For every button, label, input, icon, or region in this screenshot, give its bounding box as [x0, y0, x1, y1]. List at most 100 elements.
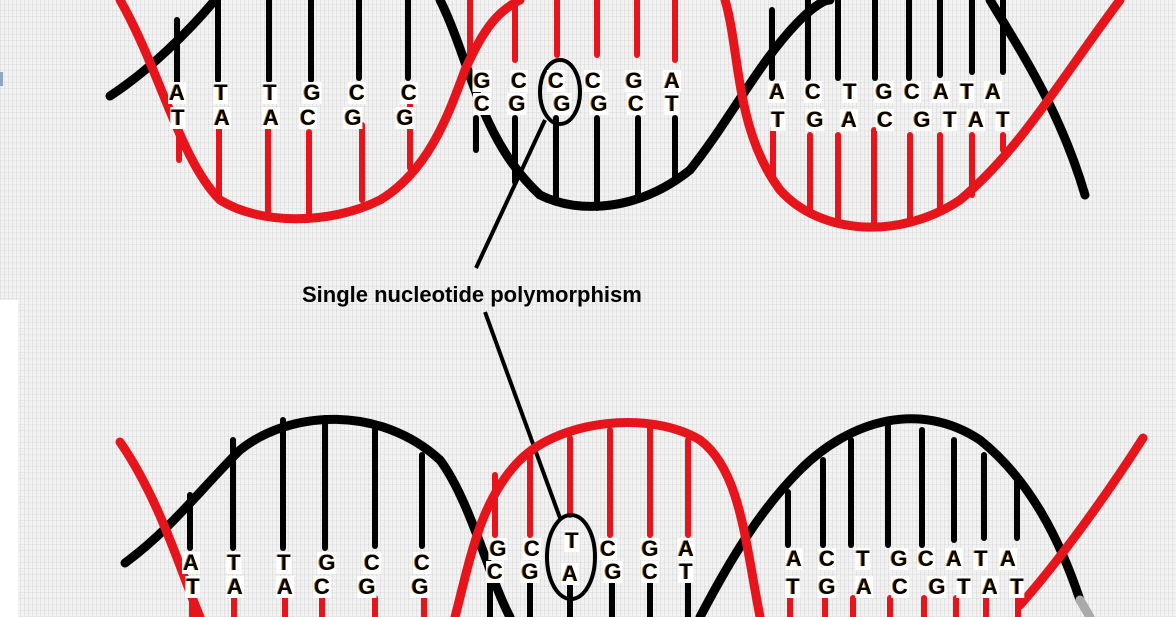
base-top: A: [932, 79, 950, 104]
base-bottom: A: [213, 105, 231, 130]
base-bottom: G: [589, 91, 609, 116]
top-snp-highlight-ring: [538, 58, 582, 126]
base-bottom: C: [313, 574, 331, 599]
connector-line-top: [474, 119, 547, 269]
base-top: C: [348, 80, 366, 105]
base-bottom: T: [770, 107, 786, 132]
base-bottom: G: [343, 105, 363, 130]
bottom-red-backbone-1: [115, 437, 205, 617]
base-bottom: T: [956, 574, 972, 599]
base-bottom: T: [995, 107, 1011, 132]
base-top: T: [262, 80, 278, 105]
base-top: T: [276, 550, 292, 575]
base-bottom: G: [520, 559, 540, 584]
bottom-red-backbone-3: [1015, 433, 1148, 610]
base-bottom: A: [226, 574, 244, 599]
base-top: A: [677, 536, 695, 561]
base-top: T: [226, 550, 242, 575]
base-top: G: [624, 68, 644, 93]
base-bottom: T: [678, 559, 694, 584]
base-bottom: G: [912, 107, 932, 132]
base-top: A: [984, 79, 1002, 104]
base-bottom: A: [840, 107, 858, 132]
base-top: T: [213, 80, 229, 105]
base-bottom: G: [357, 574, 377, 599]
base-top: G: [317, 550, 337, 575]
base-bottom: C: [641, 559, 659, 584]
base-bottom: G: [410, 574, 430, 599]
base-top: C: [413, 550, 431, 575]
base-top: T: [842, 79, 858, 104]
base-top: A: [168, 80, 186, 105]
connector-line-bottom: [483, 311, 562, 519]
base-top: G: [472, 68, 492, 93]
base-top: G: [488, 536, 508, 561]
base-bottom: G: [395, 105, 415, 130]
base-top: G: [874, 79, 894, 104]
base-bottom: T: [1009, 574, 1025, 599]
base-top: A: [785, 546, 803, 571]
base-top: A: [768, 79, 786, 104]
bottom-helix-red-rungs: [189, 425, 1021, 617]
base-bottom: G: [603, 559, 623, 584]
base-top: A: [663, 68, 681, 93]
base-top: T: [973, 546, 989, 571]
base-top: C: [363, 550, 381, 575]
base-bottom: A: [981, 574, 999, 599]
top-black-backbone-3: [985, 0, 1090, 200]
base-top: C: [400, 80, 418, 105]
base-top: A: [999, 546, 1017, 571]
edge-marker: [0, 72, 3, 86]
base-bottom: C: [473, 91, 491, 116]
base-top snp-base: C: [547, 68, 565, 93]
base-top: G: [889, 546, 909, 571]
top-black-backbone-1: [105, 0, 220, 101]
base-bottom: G: [927, 574, 947, 599]
base-bottom: C: [299, 105, 317, 130]
base-bottom: T: [185, 574, 201, 599]
top-helix-red-rungs: [176, 0, 1006, 231]
base-top: C: [903, 79, 921, 104]
base-bottom: T: [664, 91, 680, 116]
base-top: C: [584, 68, 602, 93]
base-bottom: G: [507, 91, 527, 116]
base-top: T: [855, 546, 871, 571]
bottom-helix: [115, 414, 1148, 617]
base-bottom: A: [855, 574, 873, 599]
base-top: T: [959, 79, 975, 104]
base-bottom: A: [262, 105, 280, 130]
base-bottom: G: [805, 107, 825, 132]
top-helix: [105, 0, 1125, 232]
base-top: A: [945, 546, 963, 571]
bottom-black-backbone-fade: [1075, 595, 1095, 617]
base-bottom: T: [170, 105, 186, 130]
base-bottom: A: [967, 107, 985, 132]
base-top: C: [818, 546, 836, 571]
snp-label: Single nucleotide polymorphism: [302, 282, 642, 307]
base-bottom: G: [817, 574, 837, 599]
base-top: C: [599, 536, 617, 561]
base-bottom: T: [785, 574, 801, 599]
base-top snp-base: T: [564, 528, 580, 553]
base-top: C: [523, 536, 541, 561]
bottom-snp-highlight-ring: [545, 513, 597, 601]
base-top: C: [804, 79, 822, 104]
background-panel: [0, 300, 18, 617]
base-bottom: C: [891, 574, 909, 599]
base-bottom snp-base: G: [552, 91, 572, 116]
base-bottom: T: [942, 107, 958, 132]
base-top: G: [302, 80, 322, 105]
base-top: G: [640, 536, 660, 561]
top-red-backbone-2: [720, 0, 1125, 232]
base-bottom: A: [276, 574, 294, 599]
base-top: C: [917, 546, 935, 571]
base-bottom: C: [627, 91, 645, 116]
bottom-red-backbone-2: [450, 418, 765, 617]
top-helix-black-rungs: [174, 0, 1006, 211]
base-top: C: [510, 68, 528, 93]
base-top: A: [182, 550, 200, 575]
base-bottom snp-base: A: [561, 561, 579, 586]
base-bottom: C: [876, 107, 894, 132]
